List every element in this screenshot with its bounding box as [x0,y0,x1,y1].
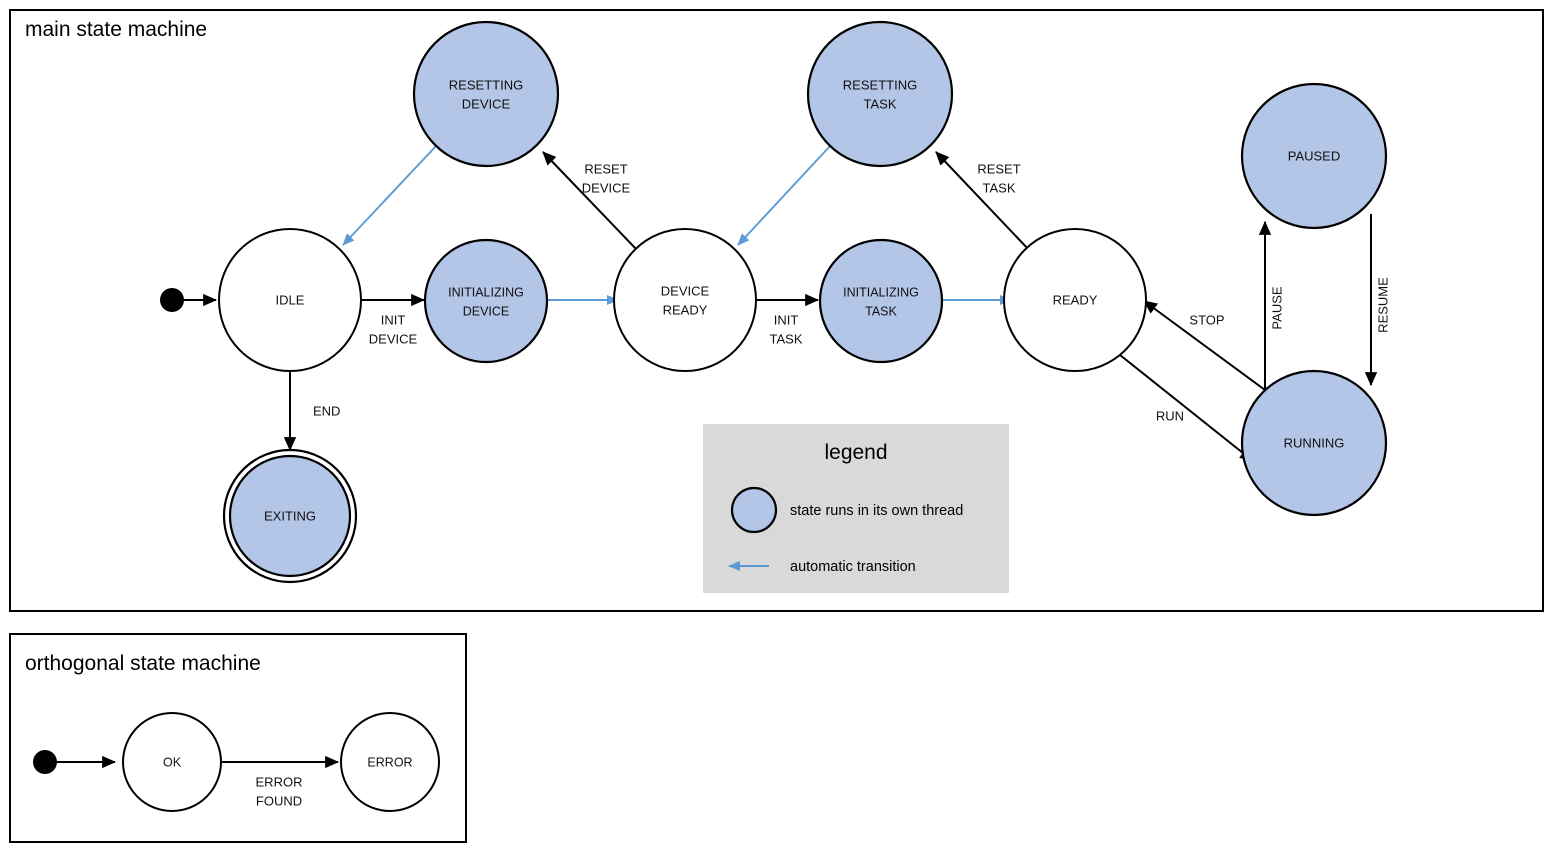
state-initializing-device-label-line1: INITIALIZING [448,285,524,299]
transition-ready-running: RUN [1119,354,1254,462]
edge-label-end: END [313,403,340,418]
transition-start-idle [160,288,218,312]
state-resetting-device-shape[interactable] [412,20,560,168]
legend: legend state runs in its own thread auto… [703,424,1009,593]
state-resetting-device-label-line1: RESETTING [449,77,523,92]
edge-device-ready-resetting-device [542,151,639,252]
state-running-shape[interactable] [1240,369,1388,517]
state-running-label: RUNNING [1284,435,1345,450]
orthogonal-frame-title: orthogonal state machine [25,652,261,675]
state-device-ready-label-line2: READY [663,302,708,317]
transition-paused-running: RESUME [1364,214,1390,387]
orthogonal-state-machine-frame: orthogonal state machine ERROR FOUND OK … [9,633,467,843]
orthogonal-frame-border [9,633,467,843]
orthogonal-initial-state-dot [33,750,57,774]
edge-label-init-device-line2: DEVICE [369,331,418,346]
state-initializing-device-shape[interactable] [423,238,549,364]
state-running[interactable]: RUNNING [1240,369,1388,517]
edge-label-init-device-line1: INIT [381,312,406,327]
state-exiting-shape[interactable] [228,454,352,578]
transition-ready-resetting-task: RESET TASK [935,151,1031,252]
state-resetting-task-label-line2: TASK [864,96,897,111]
state-exiting[interactable]: EXITING [222,448,358,584]
edge-label-pause: PAUSE [1269,286,1284,329]
transition-device-ready-initializing-task: INIT TASK [757,293,820,346]
edge-label-error-found-line2: FOUND [256,793,302,808]
state-ok[interactable]: OK [122,712,222,812]
edge-label-reset-device-line1: RESET [584,161,627,176]
state-device-ready[interactable]: DEVICE READY [613,228,757,372]
state-resetting-task-label-line1: RESETTING [843,77,917,92]
initial-state-dot [160,288,184,312]
edge-label-reset-device-line2: DEVICE [582,180,631,195]
state-exiting-label: EXITING [264,508,316,523]
state-resetting-task[interactable]: RESETTING TASK [806,20,954,168]
edge-running-ready [1143,300,1266,391]
edge-label-run: RUN [1156,408,1184,423]
edge-resetting-task-device-ready [737,144,832,246]
legend-item-auto-transition: automatic transition [728,559,916,575]
transition-running-paused: PAUSE [1258,220,1284,393]
legend-thread-state-text: state runs in its own thread [790,503,963,519]
main-frame-title: main state machine [25,18,207,41]
edge-label-reset-task-line2: TASK [983,180,1016,195]
state-device-ready-label-line1: DEVICE [661,283,710,298]
legend-item-thread-state: state runs in its own thread [730,486,963,534]
transition-idle-initializing-device: INIT DEVICE [361,293,426,346]
state-ok-shape[interactable] [122,712,222,812]
transition-ok-error: ERROR FOUND [221,755,340,808]
state-initializing-device[interactable]: INITIALIZING DEVICE [423,238,549,364]
main-states-layer: IDLE RESETTING DEVICE INITIALIZING DEVIC… [218,20,1388,584]
transition-idle-exiting: END [283,371,340,452]
edge-label-init-task-line1: INIT [774,312,799,327]
state-initializing-task-shape[interactable] [818,238,944,364]
state-error-shape[interactable] [340,712,440,812]
edge-resetting-device-idle [342,144,438,246]
legend-thread-state-icon [730,486,778,534]
edge-label-resume: RESUME [1375,277,1390,333]
state-initializing-device-label-line2: DEVICE [463,304,510,318]
legend-title: legend [824,441,887,464]
edge-label-error-found-line1: ERROR [256,774,303,789]
state-idle[interactable]: IDLE [218,228,362,372]
legend-auto-transition-text: automatic transition [790,559,916,575]
transition-start-ok [33,750,117,774]
state-ok-label: OK [163,755,182,769]
edge-label-reset-task-line1: RESET [977,161,1020,176]
transition-device-ready-resetting-device: RESET DEVICE [542,151,639,252]
state-error[interactable]: ERROR [340,712,440,812]
state-paused-label: PAUSED [1288,148,1341,163]
state-ready-shape[interactable] [1003,228,1147,372]
state-resetting-device-label-line2: DEVICE [462,96,511,111]
transition-running-ready: STOP [1143,300,1266,391]
main-state-machine-frame: main state machine [9,9,1544,612]
transition-resetting-task-device-ready [737,144,832,246]
state-idle-label: IDLE [276,292,305,307]
edge-ready-running [1119,354,1254,462]
state-initializing-task-label-line1: INITIALIZING [843,285,919,299]
transition-resetting-device-idle [342,144,438,246]
state-ready-label: READY [1053,292,1098,307]
state-exiting-outer-ring [222,448,358,584]
state-resetting-task-shape[interactable] [806,20,954,168]
main-frame-border [9,9,1544,612]
state-initializing-task[interactable]: INITIALIZING TASK [818,238,944,364]
state-initializing-task-label-line2: TASK [865,304,897,318]
state-idle-shape[interactable] [218,228,362,372]
state-error-label: ERROR [367,755,412,769]
state-resetting-device[interactable]: RESETTING DEVICE [412,20,560,168]
edge-ready-resetting-task [935,151,1031,252]
state-paused-shape[interactable] [1240,82,1388,230]
edge-label-init-task-line2: TASK [770,331,803,346]
state-device-ready-shape[interactable] [613,228,757,372]
state-ready[interactable]: READY [1003,228,1147,372]
main-transitions-layer: INIT DEVICE END RESET DEVICE INIT TASK [160,144,1390,462]
state-paused[interactable]: PAUSED [1240,82,1388,230]
edge-label-stop: STOP [1189,312,1224,327]
